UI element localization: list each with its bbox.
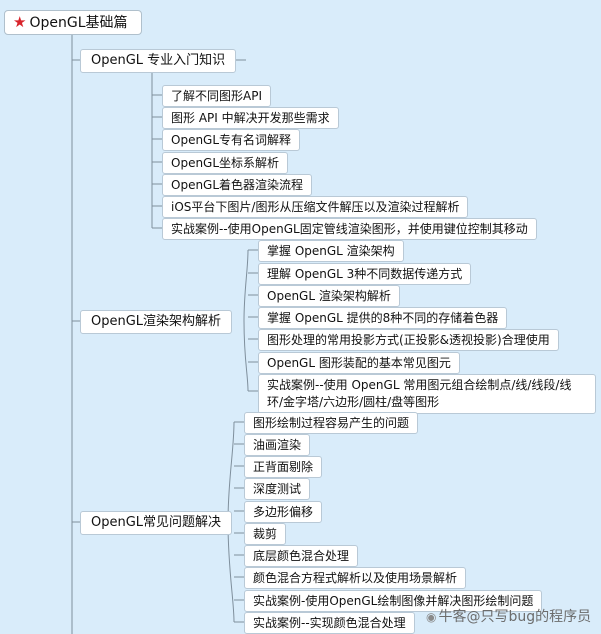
topic-node[interactable]: 图形 API 中解决开发那些需求 — [162, 107, 339, 129]
topic-node[interactable]: 掌握 OpenGL 渲染架构 — [258, 240, 404, 262]
topic-node[interactable]: OpenGL 渲染架构解析 — [258, 285, 400, 307]
topic-label: 底层颜色混合处理 — [253, 549, 350, 563]
topic-label: 实战案例--实现颜色混合处理 — [253, 616, 406, 630]
topic-label: 多边形偏移 — [253, 505, 314, 519]
topic-label: 理解 OpenGL 3种不同数据传递方式 — [267, 267, 463, 281]
topic-label: 裁剪 — [253, 527, 278, 541]
eye-icon: ◉ — [426, 610, 437, 624]
topic-label: OpenGL坐标系解析 — [171, 156, 280, 170]
topic-label: OpenGL 渲染架构解析 — [267, 289, 391, 303]
topic-node[interactable]: 裁剪 — [244, 523, 287, 545]
topic-node[interactable]: 掌握 OpenGL 提供的8种不同的存储着色器 — [258, 307, 508, 329]
topic-label: 油画渲染 — [253, 438, 302, 452]
topic-label: 图形绘制过程容易产生的问题 — [253, 416, 410, 430]
topic-label: 实战案例--使用OpenGL固定管线渲染图形，并使用键位控制其移动 — [171, 222, 528, 236]
topic-node[interactable]: 底层颜色混合处理 — [244, 545, 359, 567]
section-label: OpenGL 专业入门知识 — [91, 53, 226, 68]
star-icon: ★ — [13, 13, 27, 31]
section-label: OpenGL常见问题解决 — [91, 515, 222, 530]
topic-label: 掌握 OpenGL 渲染架构 — [267, 244, 395, 258]
topic-node[interactable]: 实战案例--实现颜色混合处理 — [244, 612, 415, 634]
topic-node[interactable]: 理解 OpenGL 3种不同数据传递方式 — [258, 263, 472, 285]
topic-node[interactable]: 颜色混合方程式解析以及使用场景解析 — [244, 567, 467, 589]
section-node-render-architecture[interactable]: OpenGL渲染架构解析 — [80, 310, 233, 334]
topic-node[interactable]: iOS平台下图片/图形从压缩文件解压以及渲染过程解析 — [162, 196, 469, 218]
topic-label: OpenGL着色器渲染流程 — [171, 178, 304, 192]
topic-node[interactable]: OpenGL坐标系解析 — [162, 152, 289, 174]
topic-label: 正背面剔除 — [253, 460, 314, 474]
topic-label: OpenGL 图形装配的基本常见图元 — [267, 356, 451, 370]
section-node-opengl-intro[interactable]: OpenGL 专业入门知识 — [80, 49, 237, 73]
topic-label: 图形处理的常用投影方式(正投影&透视投影)合理使用 — [267, 333, 550, 347]
topic-label: 了解不同图形API — [171, 89, 262, 103]
topic-node[interactable]: 正背面剔除 — [244, 456, 323, 478]
topic-node[interactable]: 图形绘制过程容易产生的问题 — [244, 412, 419, 434]
topic-node[interactable]: 实战案例--使用 OpenGL 常用图元组合绘制点/线/线段/线环/金字塔/六边… — [258, 374, 596, 414]
section-label: OpenGL渲染架构解析 — [91, 314, 222, 329]
topic-node[interactable]: OpenGL 图形装配的基本常见图元 — [258, 352, 460, 374]
topic-node[interactable]: OpenGL着色器渲染流程 — [162, 174, 313, 196]
root-label: OpenGL基础篇 — [29, 15, 128, 31]
watermark: ◉牛客@只写bug的程序员 — [426, 606, 591, 626]
topic-label: OpenGL专有名词解释 — [171, 133, 292, 147]
topic-label: 图形 API 中解决开发那些需求 — [171, 111, 330, 125]
topic-node[interactable]: 实战案例--使用OpenGL固定管线渲染图形，并使用键位控制其移动 — [162, 218, 537, 240]
topic-node[interactable]: 深度测试 — [244, 478, 311, 500]
topic-node[interactable]: 了解不同图形API — [162, 85, 271, 107]
topic-label: 掌握 OpenGL 提供的8种不同的存储着色器 — [267, 311, 499, 325]
topic-node[interactable]: OpenGL专有名词解释 — [162, 129, 301, 151]
topic-label: iOS平台下图片/图形从压缩文件解压以及渲染过程解析 — [171, 200, 460, 214]
topic-node[interactable]: 图形处理的常用投影方式(正投影&透视投影)合理使用 — [258, 329, 559, 351]
topic-label: 实战案例--使用 OpenGL 常用图元组合绘制点/线/线段/线环/金字塔/六边… — [267, 378, 572, 409]
topic-label: 颜色混合方程式解析以及使用场景解析 — [253, 571, 458, 585]
topic-node[interactable]: 实战案例-使用OpenGL绘制图像并解决图形绘制问题 — [244, 590, 543, 612]
topic-node[interactable]: 多边形偏移 — [244, 501, 323, 523]
root-node[interactable]: ★OpenGL基础篇 — [4, 10, 142, 35]
topic-label: 深度测试 — [253, 482, 302, 496]
topic-label: 实战案例-使用OpenGL绘制图像并解决图形绘制问题 — [253, 594, 534, 608]
section-node-common-problems[interactable]: OpenGL常见问题解决 — [80, 511, 233, 535]
watermark-text: 牛客@只写bug的程序员 — [438, 609, 592, 625]
topic-node[interactable]: 油画渲染 — [244, 434, 311, 456]
